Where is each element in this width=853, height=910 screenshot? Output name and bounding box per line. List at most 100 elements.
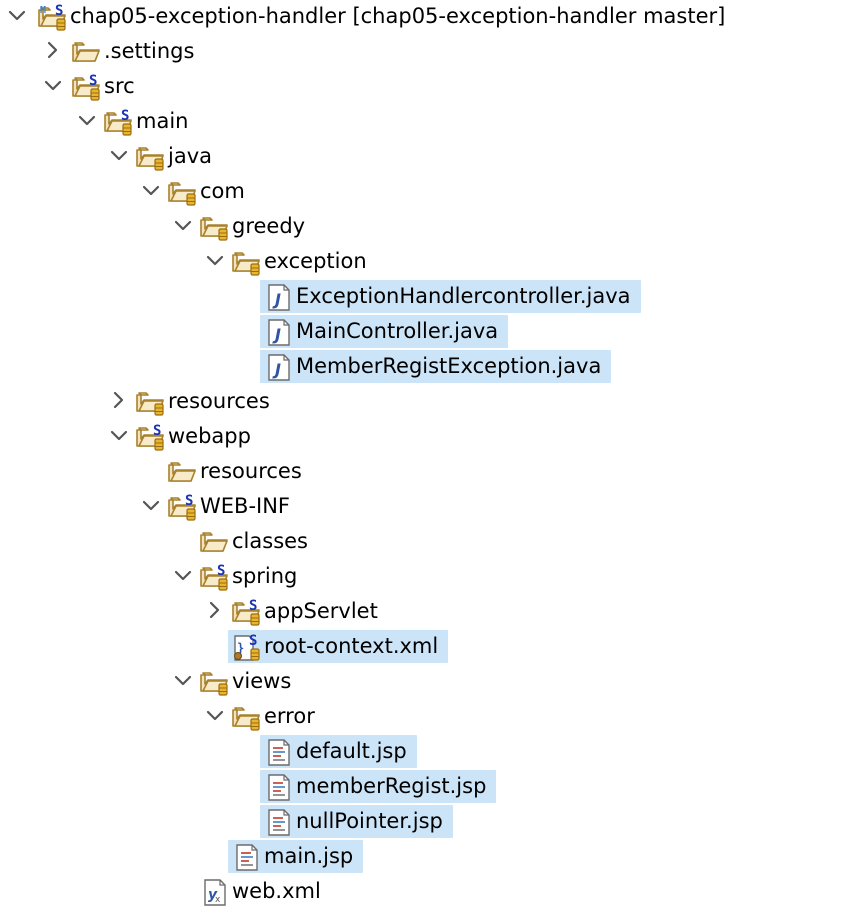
tree-item-label: WEB-INF bbox=[200, 494, 290, 518]
tree-item-label: web.xml bbox=[232, 879, 321, 903]
tree-item-default-jsp[interactable]: default.jsp bbox=[260, 735, 417, 768]
spring-folder-icon bbox=[71, 72, 101, 102]
tree-row-webapp-resources: resources bbox=[0, 455, 853, 490]
chevron-right-icon[interactable] bbox=[42, 37, 64, 67]
tree-item-webapp-resources[interactable]: resources bbox=[164, 455, 312, 488]
tree-row-settings: .settings bbox=[0, 35, 853, 70]
tree-item-com[interactable]: com bbox=[164, 175, 255, 208]
tree-row-exception: exception bbox=[0, 245, 853, 280]
tree-item-error[interactable]: error bbox=[228, 700, 325, 733]
tree-item-project-root[interactable]: M chap05-exception-handler [chap05-excep… bbox=[34, 0, 735, 33]
tree-item-views[interactable]: views bbox=[196, 665, 301, 698]
tree-item-label: classes bbox=[232, 529, 308, 553]
tree-item-java[interactable]: java bbox=[132, 140, 222, 173]
tree-item-null-pointer-jsp[interactable]: nullPointer.jsp bbox=[260, 805, 453, 838]
tree-item-greedy[interactable]: greedy bbox=[196, 210, 315, 243]
folder-icon bbox=[231, 702, 261, 732]
spring-xml-file-icon: } bbox=[231, 632, 261, 662]
chevron-down-icon[interactable] bbox=[140, 492, 162, 522]
java-file-icon bbox=[263, 282, 293, 312]
tree-item-exception[interactable]: exception bbox=[228, 245, 377, 278]
tree-item-spring[interactable]: spring bbox=[196, 560, 307, 593]
tree-item-label: error bbox=[264, 704, 315, 728]
chevron-down-icon[interactable] bbox=[204, 702, 226, 732]
tree-row-exception-handler-controller: ExceptionHandlercontroller.java bbox=[0, 280, 853, 315]
folder-icon bbox=[231, 247, 261, 277]
spring-folder-icon bbox=[231, 597, 261, 627]
tree-item-label: nullPointer.jsp bbox=[296, 809, 443, 833]
chevron-down-icon[interactable] bbox=[140, 177, 162, 207]
folder-icon bbox=[135, 387, 165, 417]
chevron-down-icon[interactable] bbox=[76, 107, 98, 137]
folder-icon bbox=[199, 527, 229, 557]
chevron-down-icon[interactable] bbox=[204, 247, 226, 277]
tree-item-label: chap05-exception-handler [chap05-excepti… bbox=[70, 4, 726, 28]
tree-item-label: MainController.java bbox=[296, 319, 499, 343]
tree-item-label: memberRegist.jsp bbox=[296, 774, 487, 798]
tree-row-app-servlet: appServlet bbox=[0, 595, 853, 630]
tree-row-com: com bbox=[0, 175, 853, 210]
svg-text:M: M bbox=[40, 5, 46, 16]
tree-item-app-servlet[interactable]: appServlet bbox=[228, 595, 388, 628]
tree-item-label: java bbox=[168, 144, 212, 168]
tree-row-web-inf: WEB-INF bbox=[0, 490, 853, 525]
folder-icon bbox=[71, 37, 101, 67]
tree-item-label: main.jsp bbox=[264, 844, 354, 868]
spring-folder-icon bbox=[103, 107, 133, 137]
tree-item-label: greedy bbox=[232, 214, 306, 238]
tree-item-web-inf[interactable]: WEB-INF bbox=[164, 490, 300, 523]
tree-item-member-regist-exception[interactable]: MemberRegistException.java bbox=[260, 350, 612, 383]
tree-item-label: appServlet bbox=[264, 599, 378, 623]
spring-folder-icon bbox=[167, 492, 197, 522]
tree-row-member-regist-jsp: memberRegist.jsp bbox=[0, 770, 853, 805]
tree-item-label: exception bbox=[264, 249, 367, 273]
tree-item-label: ExceptionHandlercontroller.java bbox=[296, 284, 631, 308]
tree-item-label: resources bbox=[168, 389, 270, 413]
folder-icon bbox=[199, 667, 229, 697]
tree-item-classes[interactable]: classes bbox=[196, 525, 318, 558]
jsp-file-icon bbox=[263, 737, 293, 767]
chevron-down-icon[interactable] bbox=[108, 422, 130, 452]
tree-item-resources[interactable]: resources bbox=[132, 385, 280, 418]
chevron-down-icon[interactable] bbox=[6, 2, 28, 32]
maven-spring-project-icon: M bbox=[37, 2, 67, 32]
tree-item-main[interactable]: main bbox=[100, 105, 198, 138]
folder-icon bbox=[199, 212, 229, 242]
chevron-right-icon[interactable] bbox=[108, 387, 130, 417]
tree-row-member-regist-exception: MemberRegistException.java bbox=[0, 350, 853, 385]
tree-row-java: java bbox=[0, 140, 853, 175]
tree-item-member-regist-jsp[interactable]: memberRegist.jsp bbox=[260, 770, 497, 803]
java-file-icon bbox=[263, 352, 293, 382]
folder-icon bbox=[167, 177, 197, 207]
tree-row-webapp: webapp bbox=[0, 420, 853, 455]
chevron-down-icon[interactable] bbox=[42, 72, 64, 102]
tree-item-label: main bbox=[136, 109, 189, 133]
tree-item-web-xml[interactable]: web.xml bbox=[196, 875, 331, 908]
tree-item-exception-handler-controller[interactable]: ExceptionHandlercontroller.java bbox=[260, 280, 641, 313]
tree-row-root: M chap05-exception-handler [chap05-excep… bbox=[0, 0, 853, 35]
tree-row-spring: spring bbox=[0, 560, 853, 595]
jsp-file-icon bbox=[231, 842, 261, 872]
xml-file-icon bbox=[199, 877, 229, 907]
tree-row-resources: resources bbox=[0, 385, 853, 420]
spring-folder-icon bbox=[199, 562, 229, 592]
tree-row-main-jsp: main.jsp bbox=[0, 840, 853, 875]
tree-item-settings[interactable]: .settings bbox=[68, 35, 204, 68]
chevron-down-icon[interactable] bbox=[172, 212, 194, 242]
chevron-right-icon[interactable] bbox=[204, 597, 226, 627]
chevron-down-icon[interactable] bbox=[172, 562, 194, 592]
tree-item-main-controller[interactable]: MainController.java bbox=[260, 315, 509, 348]
tree-row-null-pointer-jsp: nullPointer.jsp bbox=[0, 805, 853, 840]
jsp-file-icon bbox=[263, 807, 293, 837]
tree-item-webapp[interactable]: webapp bbox=[132, 420, 261, 453]
tree-item-main-jsp[interactable]: main.jsp bbox=[228, 840, 364, 873]
tree-item-label: src bbox=[104, 74, 135, 98]
spring-folder-icon bbox=[135, 422, 165, 452]
chevron-down-icon[interactable] bbox=[172, 667, 194, 697]
tree-item-label: resources bbox=[200, 459, 302, 483]
tree-item-root-context[interactable]: } root-context.xml bbox=[228, 630, 449, 663]
tree-item-src[interactable]: src bbox=[68, 70, 145, 103]
tree-row-default-jsp: default.jsp bbox=[0, 735, 853, 770]
chevron-down-icon[interactable] bbox=[108, 142, 130, 172]
